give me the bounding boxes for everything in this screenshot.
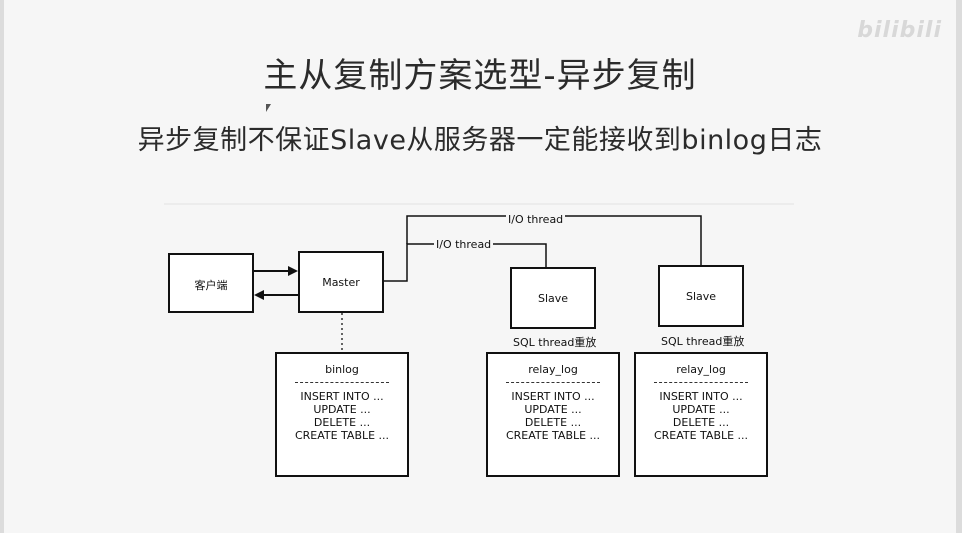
arrowhead-left-icon bbox=[254, 290, 264, 300]
arrowhead-right-icon bbox=[288, 266, 298, 276]
slide: bilibili 主从复制方案选型-异步复制 异步复制不保证Slave从服务器一… bbox=[4, 0, 956, 533]
relay-log-2-statement: INSERT INTO ... bbox=[659, 390, 743, 403]
relay-log-2-statement: CREATE TABLE ... bbox=[653, 429, 749, 442]
relay-log-1-statement: INSERT INTO ... bbox=[511, 390, 595, 403]
relay-log-1-title: relay_log bbox=[528, 363, 578, 376]
io-thread-label-top: I/O thread bbox=[506, 213, 566, 226]
relay-log-2-box: relay_log INSERT INTO ... UPDATE ... DEL… bbox=[634, 352, 768, 477]
diagram-connectors bbox=[164, 203, 794, 352]
mouse-cursor-icon bbox=[266, 104, 271, 112]
client-box: 客户端 bbox=[168, 253, 254, 313]
relay-log-1-statement: UPDATE ... bbox=[524, 403, 582, 416]
master-box: Master bbox=[298, 251, 384, 313]
relay-log-2-title: relay_log bbox=[676, 363, 726, 376]
relay-log-1-separator bbox=[506, 382, 600, 383]
binlog-statement: INSERT INTO ... bbox=[300, 390, 384, 403]
binlog-box: binlog INSERT INTO ... UPDATE ... DELETE… bbox=[275, 352, 409, 477]
slide-title: 主从复制方案选型-异步复制 bbox=[263, 56, 697, 96]
sql-thread-label-2: SQL thread重放 bbox=[661, 335, 745, 348]
slide-subtitle: 异步复制不保证Slave从服务器一定能接收到binlog日志 bbox=[137, 125, 823, 156]
relay-log-1-statement: DELETE ... bbox=[524, 416, 582, 429]
binlog-statement: DELETE ... bbox=[313, 416, 371, 429]
slave2-label: Slave bbox=[685, 290, 717, 303]
master-label: Master bbox=[322, 276, 360, 289]
client-label: 客户端 bbox=[194, 279, 228, 292]
sql-thread-label-1: SQL thread重放 bbox=[513, 336, 597, 349]
binlog-separator bbox=[295, 382, 389, 383]
relay-log-2-statement: UPDATE ... bbox=[672, 403, 730, 416]
slave2-box: Slave bbox=[658, 265, 744, 327]
binlog-title: binlog bbox=[325, 363, 359, 376]
slave1-box: Slave bbox=[510, 267, 596, 329]
relay-log-1-box: relay_log INSERT INTO ... UPDATE ... DEL… bbox=[486, 352, 620, 477]
binlog-statement: UPDATE ... bbox=[313, 403, 371, 416]
relay-log-1-statement: CREATE TABLE ... bbox=[505, 429, 601, 442]
relay-log-2-statement: DELETE ... bbox=[672, 416, 730, 429]
relay-log-2-separator bbox=[654, 382, 748, 383]
io-thread-label-inner: I/O thread bbox=[434, 238, 494, 251]
bilibili-watermark: bilibili bbox=[857, 18, 942, 43]
slave1-label: Slave bbox=[537, 292, 569, 305]
binlog-statement: CREATE TABLE ... bbox=[294, 429, 390, 442]
